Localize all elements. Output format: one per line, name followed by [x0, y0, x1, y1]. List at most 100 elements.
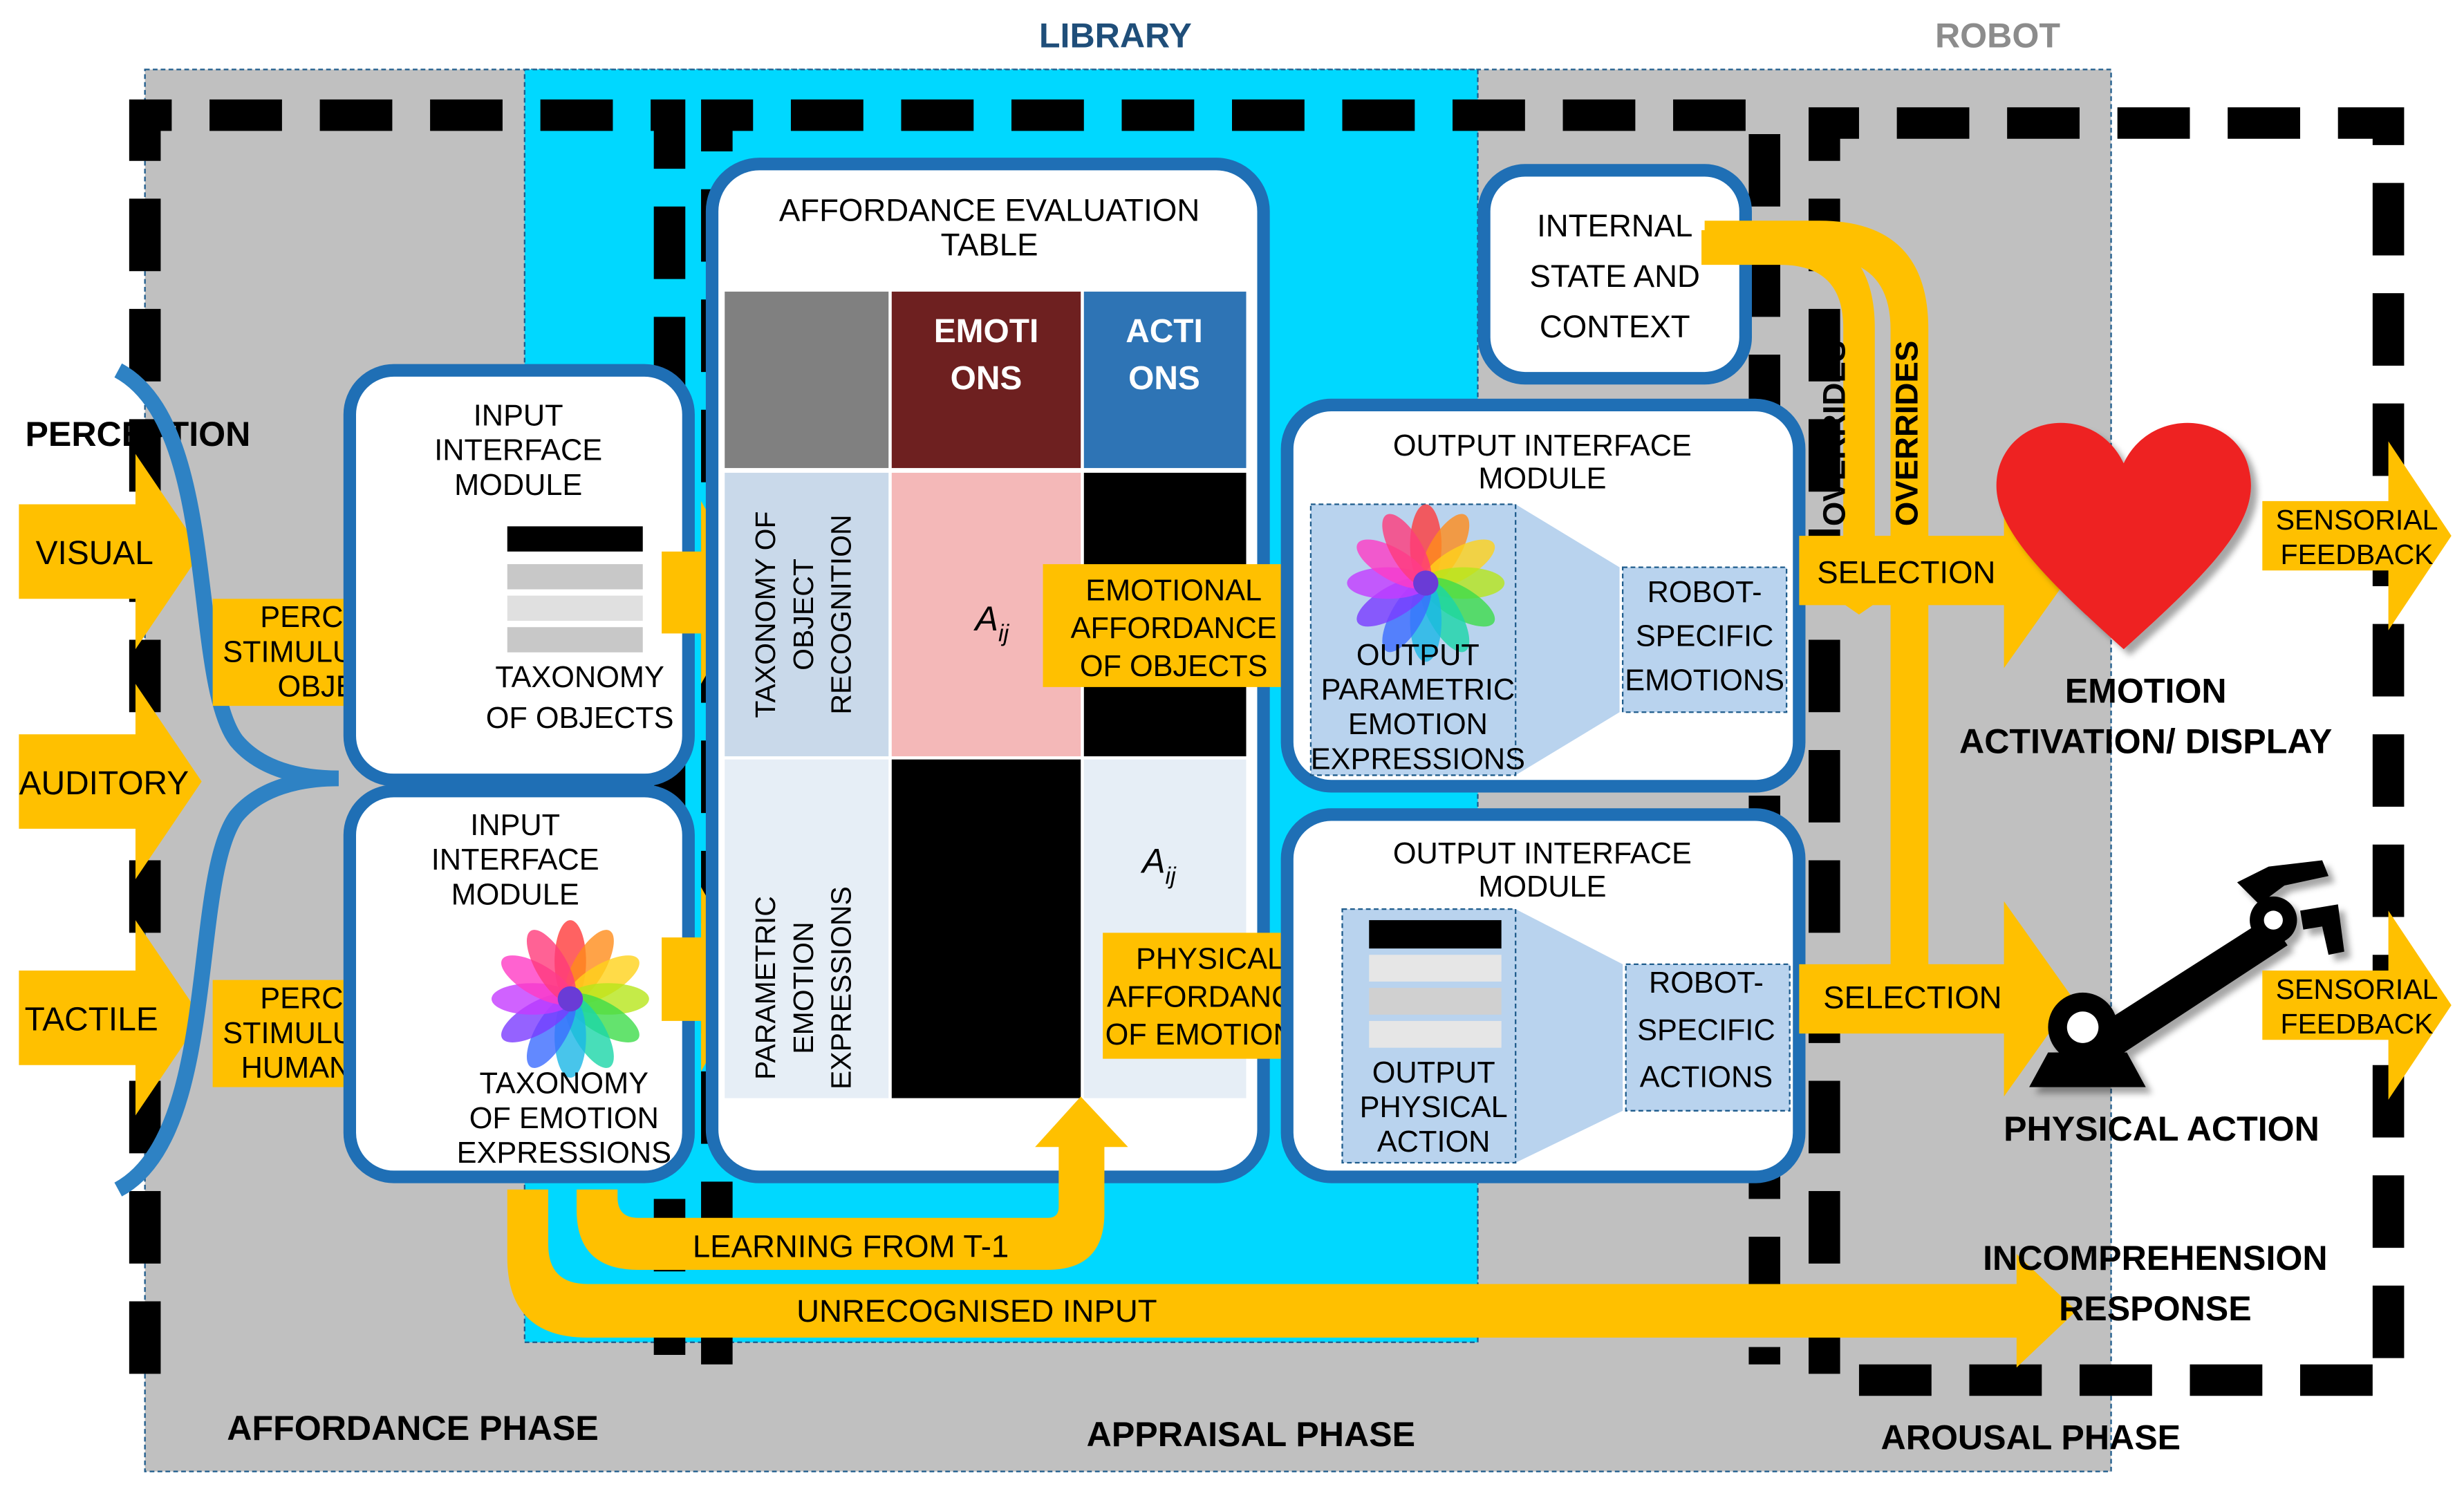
- perception-brace: [114, 363, 339, 1197]
- taxonomy-emotions-line2: OF EMOTION: [469, 1102, 659, 1135]
- emotional-affordance-line2: AFFORDANCE: [1071, 612, 1277, 645]
- output-actions-funnel: [1515, 909, 1623, 1163]
- unrecognised-input-arrow-body: [507, 1189, 2077, 1368]
- emotion-wheel-center: [557, 986, 584, 1012]
- taxonomy-objects-line1: TAXONOMY: [495, 661, 664, 694]
- emotions-row-line1: PARAMETRIC: [749, 896, 781, 1080]
- emotions-column-header: [891, 291, 1081, 469]
- action-emotion-cell-label: Aij: [1140, 842, 1177, 890]
- emotion-wheel-petal: [526, 930, 577, 1003]
- emotion-object-cell-label: Aij: [973, 599, 1010, 647]
- emotion-wheel-icon: [1347, 504, 1505, 662]
- output-module-emotions-title2: MODULE: [1478, 462, 1606, 496]
- physical-affordance-line3: OF EMOTIONS: [1105, 1018, 1315, 1051]
- robot-actions-line2: SPECIFIC: [1637, 1013, 1775, 1047]
- emotion-selection-label: SELECTION: [1817, 554, 1995, 590]
- input-module-emotions-title3: MODULE: [451, 878, 579, 911]
- output-physical-line1: OUTPUT: [1372, 1056, 1495, 1089]
- emotions-row-header: [725, 759, 889, 1098]
- actions-column-line1: ACTI: [1126, 313, 1203, 350]
- emotion-emotion-cell: [891, 759, 1081, 1098]
- internal-state-line3: CONTEXT: [1540, 309, 1690, 344]
- emotional-affordance-line1: EMOTIONAL: [1085, 574, 1262, 607]
- feedback-bottom-line2: FEEDBACK: [2281, 1008, 2434, 1040]
- learning-flow-label: LEARNING FROM T-1: [693, 1229, 1009, 1264]
- physical-action-label: PHYSICAL ACTION: [2004, 1109, 2320, 1148]
- emotions-column-line1: EMOTI: [934, 313, 1039, 350]
- objects-row-line1: TAXONOMY OF: [749, 511, 781, 718]
- overrides-text-2: OVERRIDES: [1889, 341, 1924, 526]
- robot-specific-emotions-box: [1621, 566, 1788, 713]
- physical-affordance-line1: PHYSICAL: [1136, 943, 1284, 976]
- emotions-row-label: PARAMETRIC EMOTION EXPRESSIONS: [749, 886, 857, 1089]
- actions-column-header: [1083, 291, 1247, 469]
- incomprehension-line2: RESPONSE: [2059, 1289, 2252, 1328]
- robot-actions-line1: ROBOT-: [1649, 966, 1764, 1000]
- robot-region-title: ROBOT: [1935, 17, 2060, 55]
- objects-row-line3: RECOGNITION: [825, 514, 857, 714]
- visual-input-arrow: [19, 453, 202, 650]
- output-parametric-line1: OUTPUT: [1356, 639, 1480, 672]
- output-physical-line2: PHYSICAL: [1360, 1091, 1508, 1124]
- action-taxonomy-bars-icon: [1369, 920, 1502, 1048]
- incomprehension-line1: INCOMPREHENSION: [1983, 1239, 2328, 1277]
- taxonomy-objects-line2: OF OBJECTS: [486, 702, 674, 735]
- taxonomy-emotions-line1: TAXONOMY: [480, 1067, 648, 1101]
- robot-specific-actions-box: [1625, 963, 1791, 1112]
- emotion-wheel-petal: [1382, 514, 1432, 587]
- emotions-column-line2: ONS: [951, 360, 1023, 397]
- physical-affordance-line2: AFFORDANCE: [1107, 980, 1313, 1013]
- input-module-emotions-title2: INTERFACE: [431, 843, 599, 877]
- objects-row-line2: OBJECT: [787, 559, 819, 671]
- objects-row-label: TAXONOMY OF OBJECT RECOGNITION: [749, 511, 857, 718]
- robot-emotions-line1: ROBOT-: [1648, 576, 1762, 609]
- tactile-input-label: TACTILE: [25, 1002, 158, 1038]
- internal-state-panel: [1477, 164, 1752, 385]
- internal-state-line1: INTERNAL: [1537, 208, 1692, 243]
- feedback-top-line2: FEEDBACK: [2281, 539, 2434, 570]
- affordance-table-title1: AFFORDANCE EVALUATION: [779, 192, 1200, 227]
- robot-emotions-line3: EMOTIONS: [1625, 664, 1784, 697]
- input-module-objects-title2: INTERFACE: [434, 434, 602, 467]
- perception-title: PERCEPTION: [25, 415, 250, 453]
- table-corner-cell: [725, 291, 889, 469]
- input-module-objects-title3: MODULE: [454, 469, 582, 502]
- output-parametric-line4: EXPRESSIONS: [1311, 742, 1525, 776]
- output-module-emotions-title1: OUTPUT INTERFACE: [1393, 429, 1692, 462]
- emotions-row-line3: EXPRESSIONS: [825, 886, 857, 1089]
- visual-input-label: VISUAL: [36, 535, 153, 572]
- affordance-phase-label: AFFORDANCE PHASE: [227, 1409, 598, 1448]
- overrides-label-2: OVERRIDES: [1889, 341, 1924, 526]
- overrides-text-1: OVERRIDES: [1816, 341, 1851, 526]
- unrecognised-input-label: UNRECOGNISED INPUT: [796, 1293, 1157, 1329]
- override-flow-inner: [1701, 230, 1910, 615]
- output-module-actions-title1: OUTPUT INTERFACE: [1393, 837, 1692, 870]
- learning-flow-arrow: [577, 1096, 1128, 1270]
- feedback-top-line1: SENSORIAL: [2276, 504, 2438, 536]
- emotion-display-line1: EMOTION: [2065, 672, 2227, 711]
- tactile-input-arrow: [19, 920, 202, 1116]
- action-selection-arrow: [1799, 901, 2073, 1097]
- robot-emotions-line2: SPECIFIC: [1636, 620, 1774, 653]
- emotions-row-line2: EMOTION: [787, 921, 819, 1053]
- emotion-wheel-center: [1413, 570, 1439, 596]
- internal-state-line2: STATE AND: [1530, 259, 1700, 294]
- emotion-wheel-icon: [491, 920, 649, 1078]
- object-taxonomy-bars-icon: [507, 526, 643, 653]
- feedback-bottom-line1: SENSORIAL: [2276, 973, 2438, 1005]
- input-module-emotions-title1: INPUT: [470, 809, 560, 842]
- taxonomy-emotions-line3: EXPRESSIONS: [457, 1136, 671, 1170]
- objects-row-header: [725, 472, 889, 757]
- overrides-label-1: OVERRIDES: [1816, 341, 1851, 526]
- action-selection-label: SELECTION: [1823, 980, 2001, 1015]
- output-parametric-line2: PARAMETRIC: [1321, 673, 1515, 706]
- affordance-table-title2: TABLE: [941, 227, 1038, 262]
- emotional-affordance-line3: OF OBJECTS: [1080, 650, 1268, 683]
- output-emotions-funnel: [1515, 504, 1620, 776]
- robot-actions-line3: ACTIONS: [1640, 1061, 1773, 1094]
- library-region-title: LIBRARY: [1039, 17, 1192, 55]
- sensorial-feedback-arrow-bottom: [2262, 910, 2452, 1100]
- emotional-affordance-arrow: [1043, 504, 1355, 747]
- auditory-input-label: AUDITORY: [19, 765, 189, 802]
